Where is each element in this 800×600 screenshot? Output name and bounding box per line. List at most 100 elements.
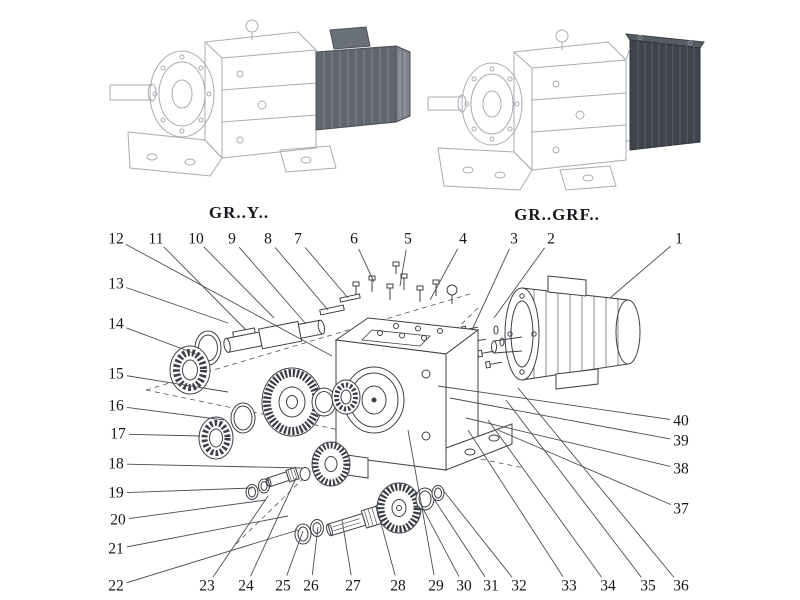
- leader-line-11: [163, 246, 247, 331]
- spacer-ring: [230, 402, 256, 434]
- leader-line-15: [126, 375, 229, 393]
- leader-line-28: [375, 504, 396, 576]
- part-number-13: 13: [108, 275, 124, 293]
- assembled-view-gr-grf: [427, 29, 705, 191]
- leader-line-24: [250, 477, 297, 577]
- part-number-5: 5: [404, 230, 412, 248]
- exploded-motor: [491, 275, 641, 390]
- bearing-output: [169, 345, 211, 395]
- part-number-19: 19: [108, 484, 124, 502]
- leader-line-2: [493, 247, 545, 319]
- leader-line-12: [125, 243, 333, 357]
- part-number-31: 31: [483, 577, 499, 595]
- intermediate-gear: [299, 441, 351, 487]
- leader-line-5: [399, 249, 407, 287]
- leader-line-38: [465, 417, 671, 467]
- shaft-keys: [319, 293, 361, 316]
- part-number-25: 25: [275, 577, 291, 595]
- washers-and-pinion: [245, 466, 300, 500]
- part-number-16: 16: [108, 397, 124, 415]
- leader-line-4: [429, 248, 459, 301]
- exploded-view: [145, 261, 641, 545]
- part-number-8: 8: [264, 230, 272, 248]
- part-number-1: 1: [675, 230, 683, 248]
- motor-gr-y: [315, 26, 411, 131]
- part-number-20: 20: [110, 511, 126, 529]
- part-number-29: 29: [428, 577, 444, 595]
- part-number-32: 32: [511, 577, 527, 595]
- leader-line-30: [419, 502, 460, 577]
- leader-line-26: [311, 526, 319, 576]
- leader-line-31: [431, 495, 486, 578]
- leader-line-21: [126, 515, 289, 548]
- part-number-34: 34: [600, 577, 616, 595]
- part-number-35: 35: [640, 577, 656, 595]
- part-number-33: 33: [561, 577, 577, 595]
- part-number-18: 18: [108, 455, 124, 473]
- part-number-10: 10: [188, 230, 204, 248]
- bearing-intermediate: [198, 416, 234, 460]
- part-number-4: 4: [459, 230, 467, 248]
- part-number-39: 39: [673, 432, 689, 450]
- cover-bolts: [352, 261, 458, 304]
- leader-line-8: [274, 247, 329, 311]
- leader-line-33: [467, 429, 564, 578]
- leader-line-9: [238, 247, 307, 325]
- part-number-12: 12: [108, 230, 124, 248]
- leader-line-10: [203, 246, 275, 319]
- part-number-27: 27: [345, 577, 361, 595]
- leader-lines: [125, 243, 675, 584]
- part-number-15: 15: [108, 365, 124, 383]
- part-number-21: 21: [108, 540, 124, 558]
- part-number-22: 22: [108, 577, 124, 595]
- variant-label-gr-y: GR..Y..: [208, 203, 270, 222]
- part-number-3: 3: [510, 230, 518, 248]
- leader-line-32: [442, 489, 513, 578]
- leader-line-6: [358, 248, 375, 283]
- part-number-2: 2: [547, 230, 555, 248]
- part-number-24: 24: [238, 577, 254, 595]
- part-number-17: 17: [110, 425, 126, 443]
- part-number-28: 28: [390, 577, 406, 595]
- part-number-26: 26: [303, 577, 319, 595]
- leader-line-17: [128, 433, 201, 437]
- variant-label-gr-grf: GR..GRF..: [514, 205, 600, 224]
- leader-line-23: [212, 495, 269, 578]
- input-gear: [376, 482, 445, 534]
- leader-line-3: [471, 248, 510, 331]
- assembled-view-gr-y: [109, 19, 411, 177]
- leader-line-25: [286, 530, 304, 576]
- bearing-front: [331, 379, 361, 415]
- part-number-14: 14: [108, 315, 124, 333]
- leader-line-7: [304, 247, 349, 299]
- part-number-6: 6: [350, 230, 358, 248]
- leader-line-19: [126, 487, 253, 494]
- part-number-37: 37: [673, 500, 689, 518]
- part-number-11: 11: [148, 230, 164, 248]
- part-number-30: 30: [456, 577, 472, 595]
- leader-line-14: [126, 327, 197, 355]
- part-number-40: 40: [673, 412, 689, 430]
- output-shaft: [223, 319, 326, 353]
- part-number-36: 36: [673, 577, 689, 595]
- leader-line-34: [487, 419, 602, 578]
- leader-line-16: [126, 406, 225, 421]
- leader-line-40: [437, 385, 671, 420]
- leader-line-1: [609, 245, 671, 299]
- part-number-9: 9: [228, 230, 236, 248]
- leader-line-27: [341, 519, 352, 576]
- part-number-23: 23: [199, 577, 215, 595]
- leader-line-35: [505, 399, 642, 578]
- part-number-7: 7: [294, 230, 302, 248]
- motor-gr-grf: [624, 33, 705, 151]
- leader-line-29: [407, 429, 435, 576]
- leader-line-22: [126, 529, 299, 584]
- leader-line-18: [126, 463, 303, 469]
- leader-line-13: [126, 287, 229, 324]
- leader-line-36: [517, 387, 675, 578]
- leader-line-39: [449, 397, 671, 440]
- part-number-38: 38: [673, 460, 689, 478]
- leader-line-20: [128, 499, 267, 519]
